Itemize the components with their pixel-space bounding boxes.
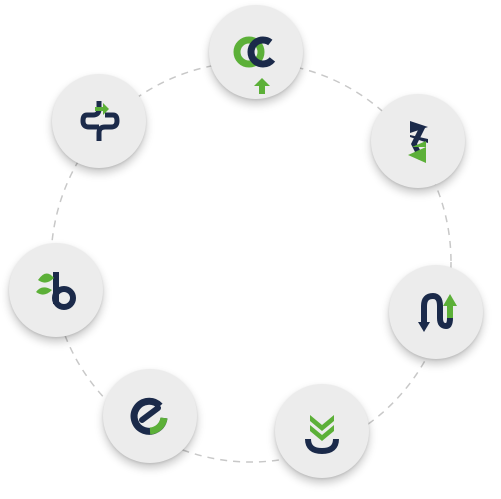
logo-node-leaf-b[interactable] xyxy=(9,243,103,337)
curved-exchange-arrows-icon xyxy=(80,101,120,141)
downward-chevrons-logo-icon xyxy=(305,415,339,455)
opposing-arrows-logo-icon xyxy=(408,121,428,163)
logo-node-curved-exchange[interactable] xyxy=(52,74,146,168)
leaf-letter-b-logo-icon xyxy=(36,272,76,310)
logo-node-letter-e[interactable] xyxy=(103,369,197,463)
logo-node-up-down-loop[interactable] xyxy=(389,265,483,359)
circular-arrows-logo-icon xyxy=(233,36,279,94)
logo-node-opposing-arrows[interactable] xyxy=(371,94,465,188)
letter-e-logo-icon xyxy=(130,397,168,435)
logo-node-circular-arrows[interactable] xyxy=(209,5,303,99)
logo-node-downward-chevrons[interactable] xyxy=(275,384,369,478)
up-down-arrow-loop-icon xyxy=(418,292,457,332)
